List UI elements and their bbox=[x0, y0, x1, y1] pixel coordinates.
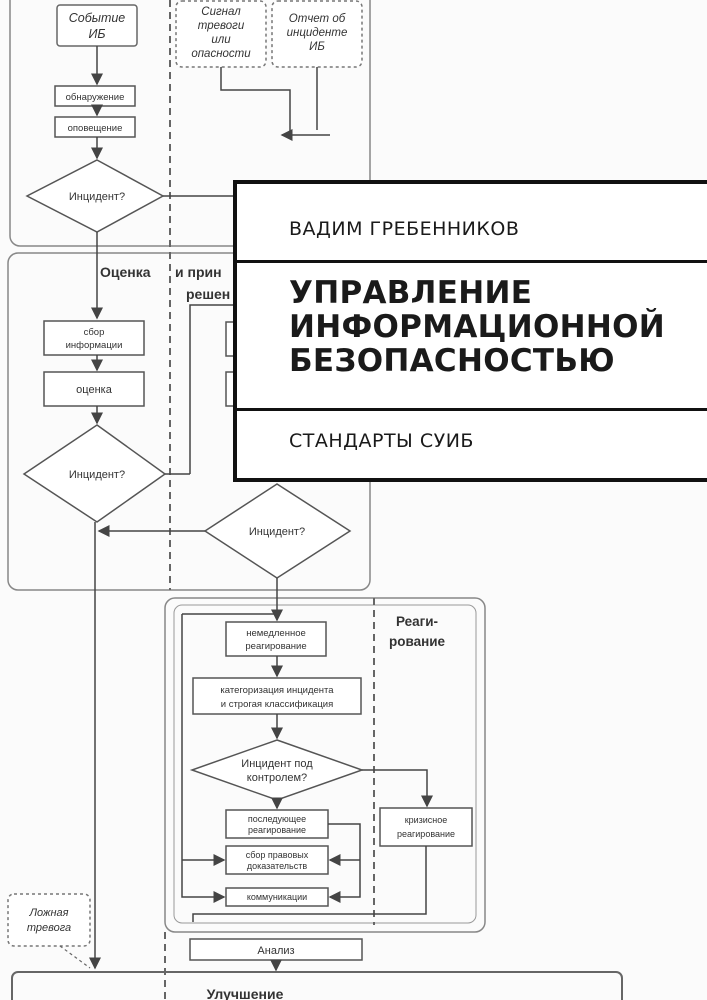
book-title: УПРАВЛЕНИЕ ИНФОРМАЦИОННОЙ БЕЗОПАСНОСТЬЮ bbox=[289, 275, 665, 379]
report-box bbox=[271, 0, 363, 68]
false-alarm-note bbox=[7, 893, 91, 947]
divider bbox=[237, 408, 707, 411]
improvement-panel bbox=[11, 971, 623, 1000]
response-panel-inner bbox=[173, 604, 477, 924]
improvement-label: Улучшение bbox=[207, 986, 284, 1000]
immediate-response-box bbox=[225, 621, 327, 657]
crisis-response-box bbox=[379, 807, 473, 847]
notification-box bbox=[54, 116, 136, 138]
incident-q3-label: Инцидент? bbox=[249, 526, 305, 538]
book-subtitle: СТАНДАРТЫ СУИБ bbox=[289, 430, 474, 452]
analysis-label: Анализ bbox=[257, 945, 294, 957]
communications-box bbox=[225, 887, 329, 907]
notification-label: оповещение bbox=[68, 123, 123, 134]
communications-label: коммуникации bbox=[247, 892, 307, 902]
collect-info-box bbox=[43, 320, 145, 356]
incident-q2-label: Инцидент? bbox=[69, 469, 125, 481]
categorization-box bbox=[192, 677, 362, 715]
divider bbox=[237, 260, 707, 263]
legal-evidence-box bbox=[225, 845, 329, 875]
followup-response-box bbox=[225, 809, 329, 839]
control-decision bbox=[189, 739, 365, 801]
incident-decision-2 bbox=[22, 424, 167, 523]
signal-box bbox=[175, 0, 267, 68]
evaluate-box bbox=[43, 371, 145, 407]
response-heading: Реаги-рование bbox=[389, 614, 446, 649]
title-panel: ВАДИМ ГРЕБЕННИКОВ УПРАВЛЕНИЕ ИНФОРМАЦИОН… bbox=[233, 180, 707, 482]
response-panel-outer bbox=[164, 597, 486, 933]
author-name: ВАДИМ ГРЕБЕННИКОВ bbox=[289, 218, 520, 240]
incident-q1-label: Инцидент? bbox=[69, 191, 125, 203]
detection-label: обнаружение bbox=[66, 92, 125, 103]
evaluate-label: оценка bbox=[76, 384, 113, 396]
detection-panel bbox=[9, 0, 371, 247]
